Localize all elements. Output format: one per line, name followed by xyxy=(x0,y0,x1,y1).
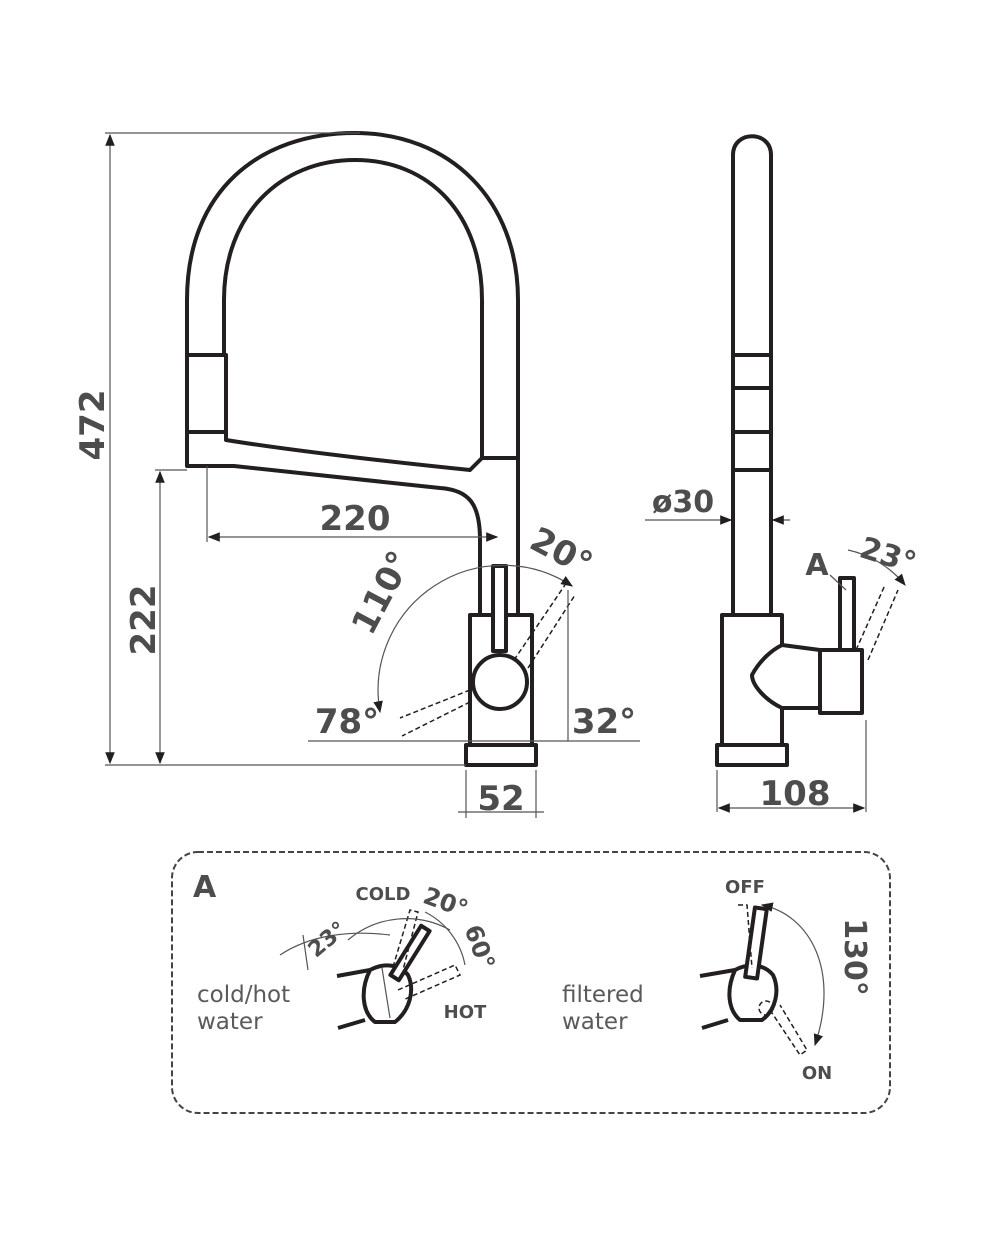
faucet-base xyxy=(464,743,538,767)
side-view: ø30 A 23° 108 xyxy=(645,134,921,814)
dim-52: 52 xyxy=(477,779,524,819)
side-base xyxy=(715,743,789,767)
dim-220: 220 xyxy=(320,499,391,539)
spray-band xyxy=(185,353,228,434)
angle-arc xyxy=(373,564,574,714)
filter-angle-130: 130° xyxy=(837,918,872,996)
angle-78: 78° xyxy=(315,702,379,742)
off-label: OFF xyxy=(725,877,765,898)
dim-108: 108 xyxy=(760,774,831,814)
dim-472: 472 xyxy=(73,390,113,461)
angle-20: 20° xyxy=(523,520,599,586)
mixer-angle-20: 20° xyxy=(420,882,472,924)
angle-23: 23° xyxy=(856,531,921,582)
side-lever xyxy=(838,576,856,652)
detail-title: A xyxy=(193,870,217,905)
mixer-angle-23: 23° xyxy=(304,917,352,963)
front-view: 472 222 220 52 110° 20° 78° 32° xyxy=(73,131,640,819)
side-handle xyxy=(818,648,864,715)
spout-arch xyxy=(185,131,520,458)
hot-label: HOT xyxy=(444,1002,487,1023)
filter-detail: filtered water OFF ON 130° xyxy=(562,877,872,1084)
side-band-lower xyxy=(731,430,773,472)
dim-diameter-30: ø30 xyxy=(652,485,714,520)
mixer-lever xyxy=(388,923,432,983)
side-band-upper xyxy=(731,353,773,390)
side-lever-dashes xyxy=(855,584,899,661)
mixer-label-line2: water xyxy=(197,1009,263,1035)
side-cartridge xyxy=(750,643,824,710)
filter-label-line1: filtered xyxy=(562,982,644,1008)
mixer-angle-60: 60° xyxy=(459,921,501,973)
mixer-detail: cold/hot water COLD HOT 23° 20° 60° xyxy=(197,882,500,1035)
mixer-knob xyxy=(471,653,529,711)
on-label: ON xyxy=(802,1063,832,1084)
filter-label-line2: water xyxy=(562,1009,628,1035)
angle-32: 32° xyxy=(572,702,636,742)
dim-222: 222 xyxy=(124,585,164,656)
mixer-label-line1: cold/hot xyxy=(197,982,290,1008)
detail-a-box: A cold/hot water COLD HOT 23° 20° 60° fi… xyxy=(171,851,891,1114)
angle-110: 110° xyxy=(344,545,421,641)
cold-label: COLD xyxy=(356,884,411,905)
mixer-lever xyxy=(491,564,508,653)
detail-marker-a: A xyxy=(805,548,829,583)
